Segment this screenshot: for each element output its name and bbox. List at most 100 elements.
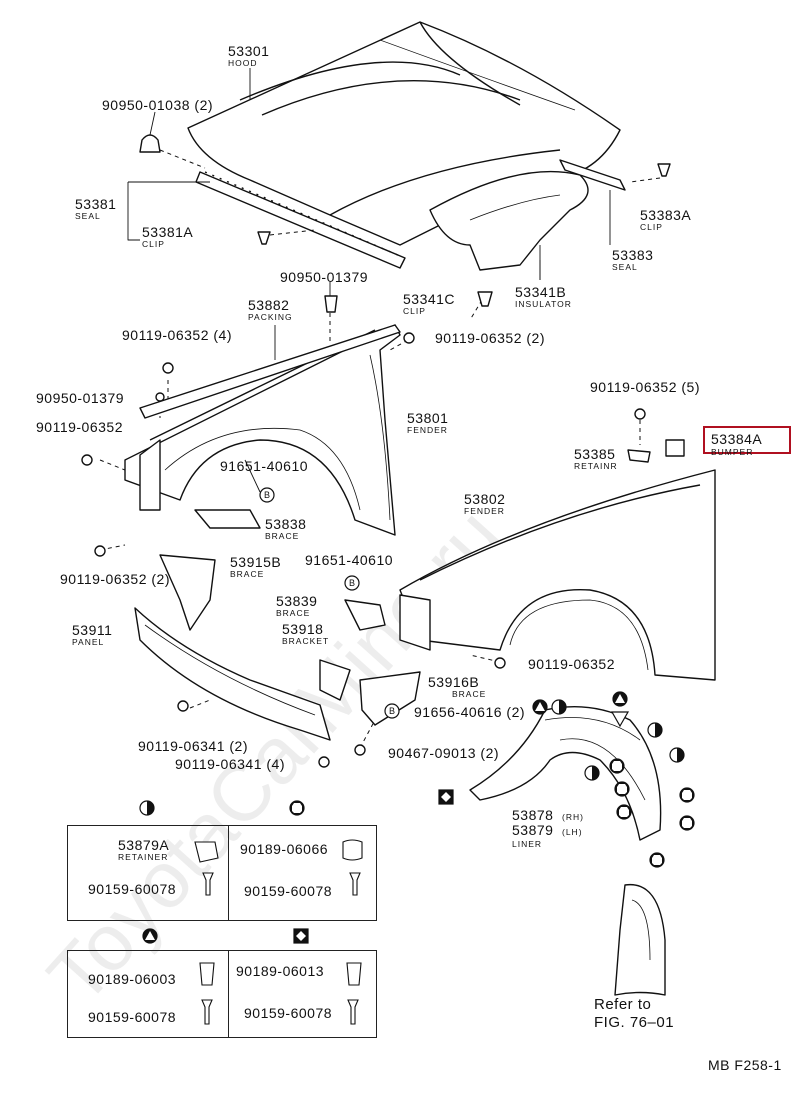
bolt-90119-06352-5 (634, 408, 646, 420)
packing-drawing (139, 324, 401, 419)
bumper-name: BUMPER (711, 447, 754, 457)
clip-90189-06003-drawing (199, 962, 215, 986)
brace-53839-drawing (344, 599, 386, 631)
panel-number: 53911 (72, 622, 113, 638)
bolt-90119-06341-4 (318, 756, 330, 768)
fender-53801-number: 53801 (407, 410, 449, 426)
circle-b-label: B (389, 706, 397, 716)
bolt-90119-06352-left-label: 90119-06352 (36, 419, 123, 435)
bolt-90119-06352-2-top (403, 332, 415, 344)
triangle-symbol-icon (612, 691, 628, 707)
legend-octagon-icon (289, 800, 305, 816)
right-fender-drawing (399, 469, 716, 681)
hood-clip-90950-01038 (139, 134, 161, 153)
legend-clip-06066: 90189-06066 (240, 841, 329, 857)
liner-53878-number: 53878 (512, 807, 554, 823)
seal-53381-name: SEAL (75, 211, 101, 221)
clip-53383a-number: 53383A (640, 207, 692, 223)
bolt-90950-01038-label: 90950-01038 (2) (102, 97, 214, 113)
insulator-drawing (429, 170, 589, 271)
right-seal-drawing (559, 159, 626, 191)
fender-53802-name: FENDER (464, 506, 505, 516)
bracket-drawing (319, 659, 351, 701)
legend-diamond-icon (293, 928, 309, 944)
retainer-53385-name: RETAINR (574, 461, 618, 471)
retainer-53385-number: 53385 (574, 446, 616, 462)
clip-53341c-number: 53341C (403, 291, 456, 307)
diamond-symbol-icon (438, 789, 454, 805)
clip-53381a (257, 231, 271, 245)
hood-seal-drawing (195, 171, 406, 269)
bolt-90119-06352-5-label: 90119-06352 (5) (590, 379, 700, 395)
clip-90467-09013-label: 90467-09013 (2) (388, 745, 500, 761)
legend-divider-top (228, 825, 229, 921)
bolt-91656-40616-label: 91656-40616 (2) (414, 704, 526, 720)
bolt-90119-06341-2 (177, 700, 189, 712)
grommet-90950-01379-left (155, 392, 165, 402)
brace-53838-name: BRACE (265, 531, 300, 541)
hood-name: HOOD (228, 58, 258, 68)
liner-53878-suffix: (RH) (562, 812, 584, 822)
legend-triangle-icon (142, 928, 158, 944)
clip-53381a-name: CLIP (142, 239, 165, 249)
legend-screw-d: 90159-60078 (244, 1005, 333, 1021)
bracket-name: BRACKET (282, 636, 330, 646)
grommet-90950-01379-left-label: 90950-01379 (36, 390, 125, 406)
circle-b-label: B (349, 578, 357, 588)
clip-53381a-number: 53381A (142, 224, 194, 240)
octagon-symbol-icon (614, 781, 630, 797)
panel-drawing (134, 607, 331, 741)
legend-retainer-number: 53879A (118, 837, 170, 853)
diagram-code: MB F258-1 (708, 1057, 782, 1073)
brace-53916b-name: BRACE (452, 689, 487, 699)
screw-90159-60078-c (201, 999, 213, 1025)
fender-53801-name: FENDER (407, 425, 448, 435)
hood-number: 53301 (228, 43, 270, 59)
insulator-number: 53341B (515, 284, 567, 300)
bolt-90119-06341-4-label: 90119-06341 (4) (175, 756, 285, 772)
packing-number: 53882 (248, 297, 290, 313)
legend-screw-c: 90159-60078 (88, 1009, 177, 1025)
bolt-90119-06352-4-label: 90119-06352 (4) (122, 327, 232, 343)
legend-screw-b: 90159-60078 (244, 883, 333, 899)
brace-53915b-name: BRACE (230, 569, 265, 579)
retainer-drawing (627, 449, 651, 463)
legend-screw-a: 90159-60078 (88, 881, 177, 897)
bumper-drawing (665, 439, 685, 457)
refer-line1: Refer to (594, 996, 652, 1013)
bolt-91651-40610-a-label: 91651-40610 (220, 458, 309, 474)
screw-90159-60078-d (347, 999, 359, 1025)
bolt-90119-06352-2-left (94, 545, 106, 557)
mudguard-drawing (614, 883, 666, 996)
clip-90467-09013 (354, 744, 366, 756)
legend-divider-bottom (228, 950, 229, 1038)
octagon-symbol-icon (679, 815, 695, 831)
brace-53915b-number: 53915B (230, 554, 282, 570)
fender-53802-number: 53802 (464, 491, 506, 507)
screw-90159-60078-b (349, 872, 361, 896)
bolt-90119-06352-2-left-label: 90119-06352 (2) (60, 571, 170, 587)
triangle-symbol-icon (532, 699, 548, 715)
seal-53381-number: 53381 (75, 196, 117, 212)
grommet-90950-01379-top (324, 295, 338, 313)
packing-name: PACKING (248, 312, 293, 322)
refer-line2: FIG. 76–01 (594, 1014, 675, 1031)
bolt-90119-06352-right (494, 657, 506, 669)
octagon-symbol-icon (679, 787, 695, 803)
half-circle-symbol-icon (584, 765, 600, 781)
triangle-symbol-icon (610, 711, 630, 728)
legend-retainer-name: RETAINER (118, 852, 169, 862)
grommet-90950-01379-top-label: 90950-01379 (280, 269, 369, 285)
half-circle-symbol-icon (669, 747, 685, 763)
legend-clip-06003: 90189-06003 (88, 971, 177, 987)
octagon-symbol-icon (649, 852, 665, 868)
brace-53839-name: BRACE (276, 608, 311, 618)
screw-90159-60078-a (202, 872, 214, 896)
bolt-90119-06341-2-label: 90119-06341 (2) (138, 738, 248, 754)
left-fender-drawing (124, 324, 401, 536)
octagon-symbol-icon (616, 804, 632, 820)
brace-53838-number: 53838 (265, 516, 307, 532)
brace-53915b-drawing (159, 554, 216, 631)
half-circle-symbol-icon (647, 722, 663, 738)
legend-box-top (67, 825, 377, 921)
